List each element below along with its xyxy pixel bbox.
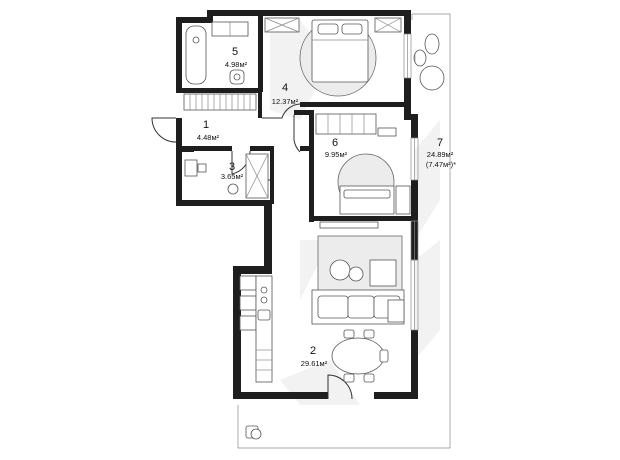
room-7-number: 7	[437, 137, 443, 149]
living-room-furniture	[311, 235, 405, 383]
bathroom-5-fixtures	[185, 21, 249, 85]
room-4-number: 4	[282, 82, 288, 94]
room-2-number: 2	[310, 345, 316, 357]
bedroom-4-furniture	[264, 17, 402, 97]
terrace-furniture	[413, 33, 445, 91]
bedroom-6-furniture	[315, 113, 411, 229]
room-labels: 5 4.98м² 4 12.37м² 1 4.48м² 3 3.65м² 6 9…	[197, 46, 456, 368]
room-6-area: 9.95м²	[325, 150, 348, 159]
room-5-number: 5	[232, 46, 238, 58]
room-6-number: 6	[332, 137, 338, 149]
windows	[403, 33, 419, 331]
room-3-area: 3.65м²	[221, 172, 244, 181]
room-5-area: 4.98м²	[225, 60, 248, 69]
bathroom-3-fixtures	[184, 153, 269, 199]
terrace-outline	[237, 13, 451, 449]
wardrobe	[183, 93, 257, 111]
room-1-area: 4.48м²	[197, 133, 220, 142]
room-3-number: 3	[229, 161, 235, 173]
room-4-area: 12.37м²	[272, 97, 299, 106]
room-7-area-note: (7.47м²)*	[426, 160, 456, 169]
room-2-area: 29.61м²	[301, 359, 328, 368]
terrace-chair	[245, 425, 262, 440]
room-7-area: 24.89м²	[427, 150, 454, 159]
room-1-number: 1	[203, 119, 209, 131]
kitchen	[239, 275, 273, 383]
walls	[176, 10, 418, 399]
